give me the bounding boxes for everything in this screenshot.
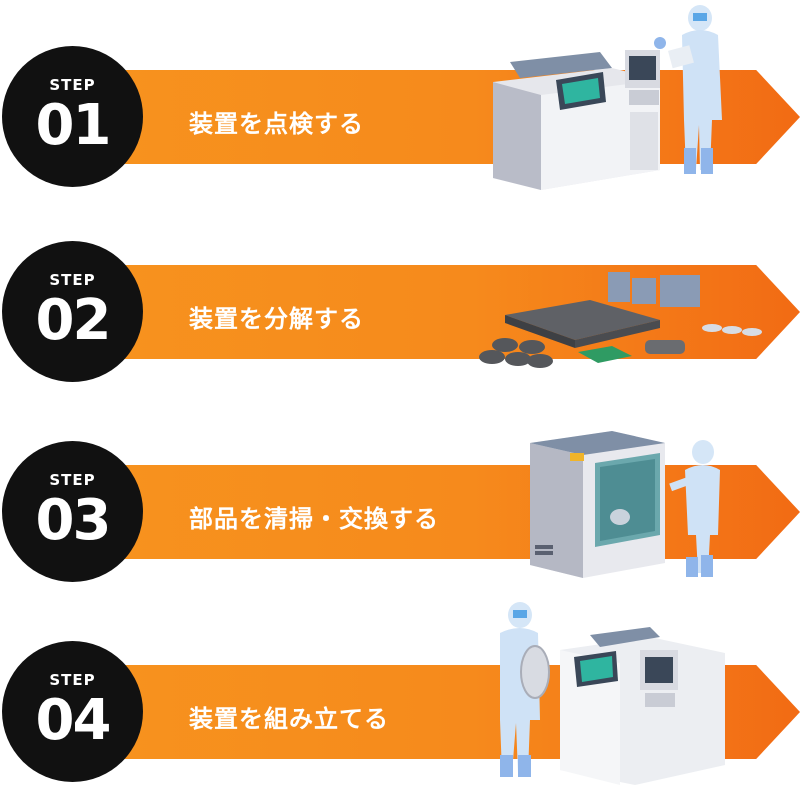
step-title: 部品を清掃・交換する [189, 505, 439, 533]
step-badge: STEP 02 [2, 241, 143, 382]
step-arrow-banner [70, 70, 800, 164]
step-arrow-banner [70, 265, 800, 359]
step-title: 装置を点検する [189, 110, 364, 138]
step-badge: STEP 03 [2, 441, 143, 582]
step-label: STEP [49, 471, 96, 489]
step-number: 03 [35, 488, 112, 553]
step-title: 装置を分解する [189, 305, 364, 333]
step-label: STEP [49, 271, 96, 289]
step-badge: STEP 01 [2, 46, 143, 187]
step-03: STEP 03 部品を清掃・交換する [0, 395, 800, 585]
step-badge: STEP 04 [2, 641, 143, 782]
step-number: 04 [35, 688, 112, 753]
step-number: 01 [35, 93, 112, 158]
step-label: STEP [49, 671, 96, 689]
step-01: STEP 01 装置を点検する [0, 0, 800, 190]
step-04: STEP 04 装置を組み立てる [0, 595, 800, 785]
step-title: 装置を組み立てる [189, 705, 389, 733]
step-02: STEP 02 装置を分解する [0, 195, 800, 385]
step-number: 02 [35, 288, 112, 353]
step-label: STEP [49, 76, 96, 94]
step-arrow-banner [70, 665, 800, 759]
